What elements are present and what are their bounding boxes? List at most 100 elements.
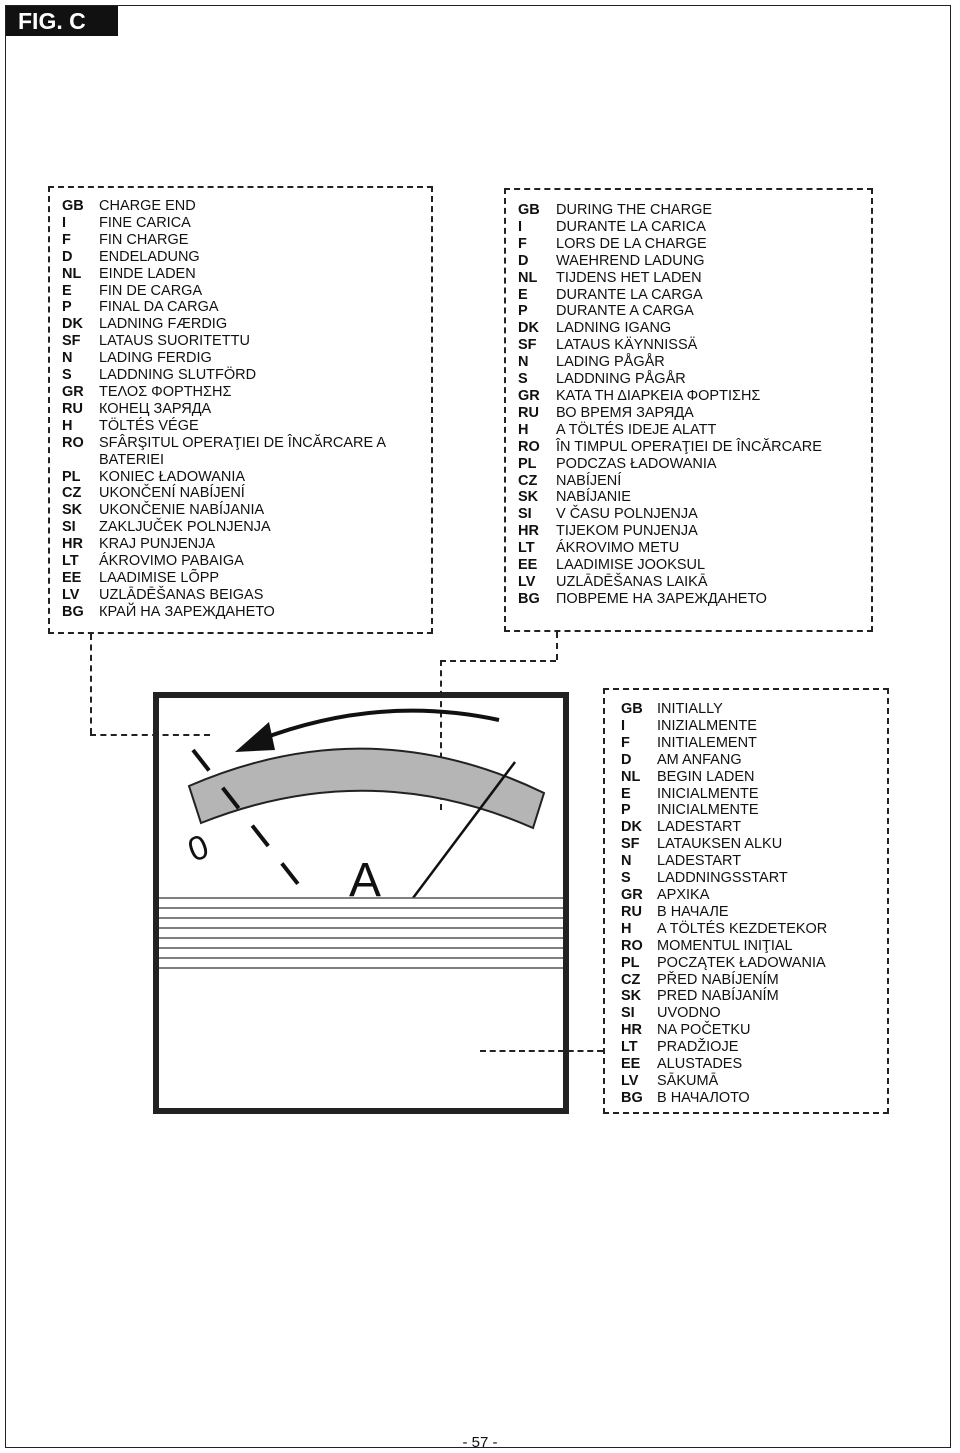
language-text: ΑΡΧΙΚΑ: [657, 886, 710, 903]
language-text: PRED NABÍJANÍM: [657, 988, 779, 1005]
language-code: CZ: [518, 472, 538, 489]
language-code: D: [621, 751, 632, 768]
language-code: PL: [518, 455, 537, 472]
language-code: GR: [621, 886, 643, 903]
language-code: SI: [621, 1005, 635, 1022]
language-code: D: [518, 252, 529, 269]
language-code: SI: [62, 519, 76, 536]
language-code: LV: [621, 1072, 639, 1089]
language-text: WAEHREND LADUNG: [556, 252, 705, 269]
language-code: F: [62, 231, 71, 248]
language-code: RU: [62, 400, 83, 417]
language-code: RO: [62, 434, 84, 451]
page-frame: [5, 5, 951, 1448]
language-text: LADNING FÆRDIG: [99, 316, 228, 333]
language-text: ВО ВРЕМЯ ЗАРЯДА: [556, 404, 694, 421]
language-code: NL: [518, 269, 538, 286]
language-text: LADING FERDIG: [99, 350, 212, 367]
language-code: I: [518, 218, 523, 235]
language-text: NA POČETKU: [657, 1022, 751, 1039]
language-text: CHARGE END: [99, 198, 196, 214]
language-text: INIZIALMENTE: [657, 717, 757, 734]
language-code: GB: [518, 202, 540, 218]
language-code: HR: [62, 536, 83, 553]
language-text: LADESTART: [657, 819, 742, 836]
language-row: SI UVODNO: [621, 1005, 875, 1022]
language-text: UKONČENÍ NABÍJENÍ: [99, 485, 245, 502]
language-text: В НАЧАЛЕ: [657, 903, 729, 920]
language-text: В НАЧАЛОТО: [657, 1089, 750, 1106]
language-row: HR KRAJ PUNJENJA: [62, 536, 419, 553]
language-code: RU: [518, 404, 539, 421]
language-code: SK: [518, 489, 539, 506]
language-code: SI: [518, 506, 532, 523]
language-code: N: [62, 350, 73, 367]
language-row: RU КОНЕЦ ЗАРЯДА: [62, 401, 419, 418]
language-code: PL: [62, 468, 81, 485]
language-code: CZ: [621, 971, 641, 988]
language-text: PODCZAS ŁADOWANIA: [556, 455, 717, 472]
language-code: I: [621, 717, 626, 734]
language-text: KRAJ PUNJENJA: [99, 536, 216, 553]
language-text: DURANTE LA CARICA: [556, 218, 706, 235]
language-code: S: [62, 367, 72, 384]
language-code: N: [518, 354, 529, 371]
language-text: UVODNO: [657, 1005, 721, 1022]
language-code: LV: [62, 586, 80, 603]
language-text: ПОВРЕМЕ НА ЗАРЕЖДАНЕТО: [556, 590, 767, 607]
language-text: NABÍJENÍ: [556, 472, 622, 489]
language-code: EE: [62, 569, 82, 586]
language-code: S: [621, 870, 631, 887]
language-code: HR: [518, 523, 539, 540]
language-text: LAADIMISE JOOKSUL: [556, 557, 706, 574]
language-code: E: [518, 286, 528, 303]
language-code: I: [62, 214, 67, 231]
language-text: TIJDENS HET LADEN: [556, 269, 702, 286]
ammeter-dial: 0 A: [153, 692, 569, 1114]
language-code: H: [62, 417, 73, 434]
language-text: ÁKROVIMO METU: [556, 540, 680, 557]
language-code: SK: [62, 502, 83, 519]
language-text: AM ANFANG: [657, 751, 742, 768]
language-text: FIN CHARGE: [99, 231, 189, 248]
language-code: E: [62, 282, 72, 299]
language-code: BG: [518, 590, 540, 607]
direction-arrow-head: [235, 722, 275, 752]
language-text: SFÂRŞITUL OPERAŢIEI DE ÎNCĂRCARE A BATER…: [99, 434, 386, 468]
page-number: - 57 -: [462, 1434, 498, 1451]
language-code: E: [621, 785, 631, 802]
language-code: P: [62, 299, 72, 316]
language-code: DK: [621, 819, 642, 836]
language-row: I DURANTE LA CARICA: [518, 219, 859, 236]
language-text: КОНЕЦ ЗАРЯДА: [99, 400, 212, 417]
language-code: P: [621, 802, 631, 819]
